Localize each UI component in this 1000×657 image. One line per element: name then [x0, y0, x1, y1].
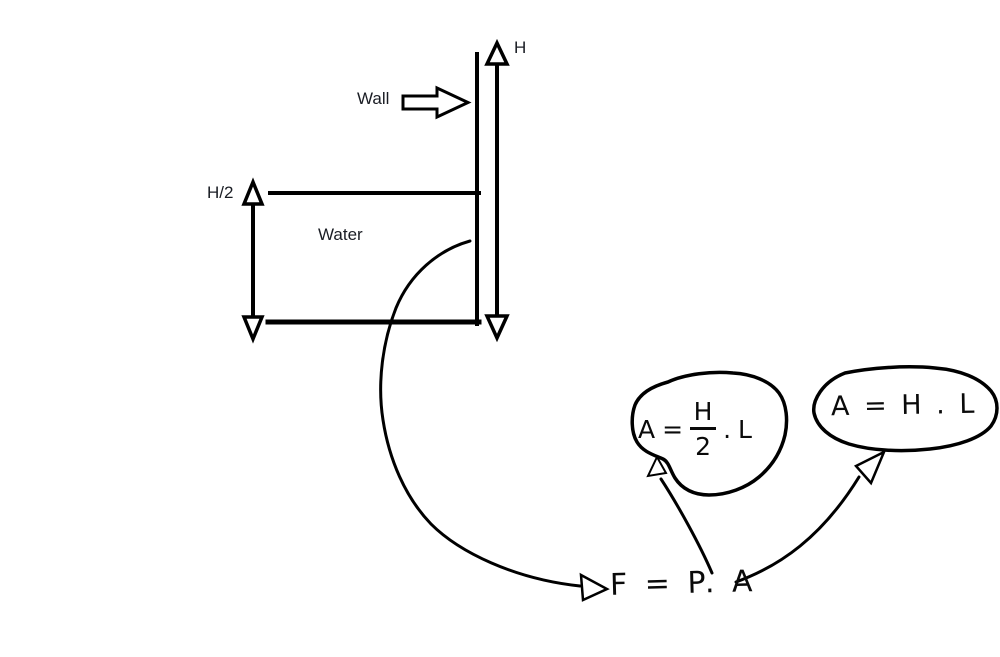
- triangle-area-equals: =: [662, 414, 684, 444]
- h-arrowhead-bottom: [484, 314, 510, 343]
- wall-pointer-arrow-icon: [401, 85, 472, 120]
- triangle-area-blob: [630, 370, 789, 497]
- h-label: H: [514, 38, 527, 57]
- h-arrowhead-top: [484, 38, 510, 66]
- fraction-numerator: H: [693, 397, 713, 426]
- h2-arrowhead-bottom: [241, 315, 265, 344]
- triangle-area-length: L: [738, 414, 752, 444]
- water-label: Water: [318, 225, 363, 244]
- pointer-curve-arrow: [379, 239, 582, 588]
- triangle-area-fraction: H 2: [690, 397, 717, 461]
- arrow-to-triangle-area: [659, 477, 714, 575]
- triangle-area-lhs: A: [638, 414, 656, 444]
- triangle-area-formula: A = H 2 . L: [638, 399, 752, 459]
- force-formula: F = P. A: [609, 564, 757, 603]
- wall-label: Wall: [357, 89, 390, 108]
- h2-label: H/2: [207, 183, 234, 202]
- triangle-area-dot: .: [723, 414, 732, 444]
- fraction-denominator: 2: [695, 432, 712, 461]
- arrow-to-rect-area: [734, 475, 861, 584]
- fraction-bar: [690, 427, 717, 430]
- arrow-to-triangle-area-head: [646, 454, 668, 478]
- h2-arrowhead-top: [241, 177, 265, 206]
- rect-area-formula: A = H . L: [830, 388, 978, 423]
- pointer-curve-arrowhead: [579, 572, 610, 602]
- arrow-to-rect-area-head: [853, 449, 887, 486]
- rect-area-blob: [812, 365, 999, 453]
